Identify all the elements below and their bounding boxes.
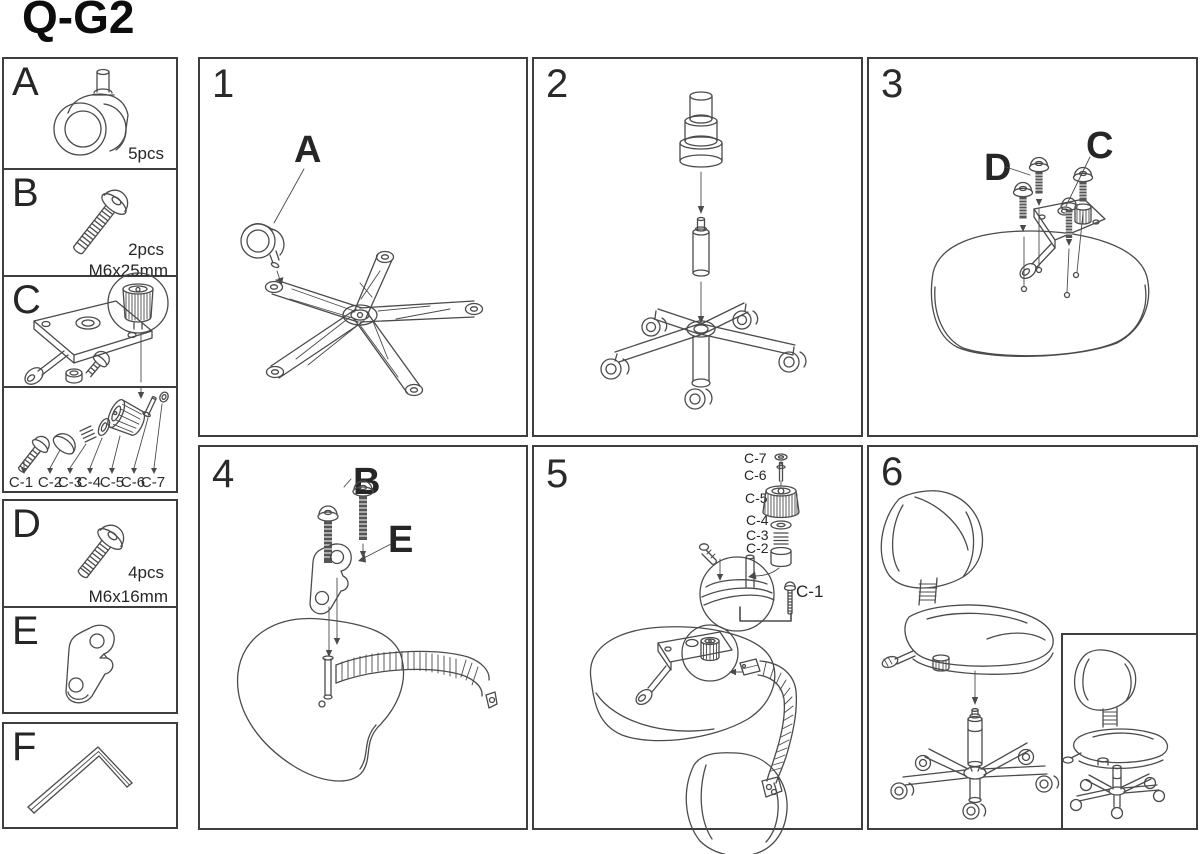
gooseneck-tube-icon (335, 650, 498, 709)
step-5-label-c7: C-7 (744, 450, 767, 466)
step-4-number: 4 (212, 452, 235, 496)
detail-circle (681, 624, 739, 682)
sub-label-c6: C-6 (121, 474, 145, 491)
part-a-quantity: 5pcs (128, 144, 164, 163)
part-d-quantity: 4pcs (128, 563, 164, 582)
tilt-mechanism-drawing (24, 272, 169, 385)
step-2-drawing (600, 91, 807, 410)
gas-lift-icon (967, 708, 983, 772)
sub-label-c2: C-2 (38, 474, 62, 491)
sub-label-c7: C-7 (141, 474, 165, 491)
seat-outline (589, 626, 776, 742)
step-5-drawing (589, 453, 800, 854)
step-4-drawing (236, 478, 498, 782)
step-5-label-c2: C-2 (746, 540, 769, 556)
caster-wheel-drawing (53, 68, 129, 156)
part-box-f: F (2, 722, 178, 829)
knob-exploded-drawing: C-1 C-2 C-3 C-4 C-5 C-6 C-7 (9, 387, 169, 491)
step-2-panel: 2 (532, 57, 863, 437)
step-5-label-c3: C-3 (746, 527, 769, 543)
part-letter-f: F (12, 725, 37, 769)
step-3-callout-d: D (984, 147, 1012, 189)
step-5-label-c1: C-1 (796, 582, 824, 601)
part-box-b: B 2pcs M6x25mm (2, 170, 178, 280)
sub-label-c1: C-1 (9, 474, 33, 491)
base-icon (890, 742, 1060, 820)
part-box-c: C (2, 272, 178, 388)
step-3-drawing (930, 156, 1150, 358)
step-2-number: 2 (546, 62, 569, 106)
part-box-d: D 4pcs M6x16mm (2, 499, 178, 608)
backrest-icon (880, 490, 984, 589)
step-5-label-c5: C-5 (745, 490, 768, 506)
part-letter-a: A (12, 60, 39, 104)
part-box-e: E (2, 608, 178, 714)
part-b-quantity: 2pcs (128, 240, 164, 259)
step-5-label-c6: C-6 (744, 467, 767, 483)
part-letter-c: C (12, 278, 41, 322)
step-6-drawing (880, 490, 1169, 820)
part-box-a: A 5pcs (2, 57, 178, 170)
step-6-panel: 6 (867, 445, 1198, 830)
seat-outline (236, 617, 405, 782)
step-1-callout-a: A (294, 129, 322, 171)
step-5-label-c4: C-4 (746, 512, 769, 528)
step-5-number: 5 (546, 452, 569, 496)
part-box-c-subparts: C-1 C-2 C-3 C-4 C-5 C-6 C-7 (2, 387, 178, 493)
part-letter-d: D (12, 502, 41, 546)
finished-chair-inset-box (1061, 633, 1198, 830)
screw-m6x16-drawing (77, 524, 125, 579)
knob-on-plate-icon (700, 636, 720, 662)
step-1-drawing (240, 168, 484, 397)
step-5-panel: 5 C-7 C-6 C-5 C-4 C-3 C-2 C-1 (532, 445, 863, 854)
seat-icon (904, 604, 1054, 675)
step-4-panel: 4 B E (198, 445, 528, 830)
step-3-number: 3 (881, 62, 904, 106)
gooseneck-backrest-icon (685, 658, 798, 854)
sub-label-c3: C-3 (58, 474, 82, 491)
bracket-e-icon (309, 543, 352, 615)
step-1-panel: 1 A (198, 57, 528, 437)
magnifier-circle (699, 556, 775, 632)
step-4-callout-e: E (388, 519, 414, 561)
product-title: Q-G2 (22, 0, 135, 43)
step-3-panel: 3 D C (867, 57, 1198, 437)
part-letter-e: E (12, 609, 39, 653)
sub-label-c5: C-5 (100, 474, 124, 491)
bolt-c1-icon (783, 581, 797, 615)
step-6-number: 6 (881, 450, 904, 494)
part-letter-b: B (12, 171, 39, 215)
sub-label-c4: C-4 (77, 474, 101, 491)
part-d-size: M6x16mm (88, 587, 168, 606)
screw-m6x25-drawing (73, 189, 129, 255)
backrest-bracket-drawing (65, 624, 115, 704)
finished-chair-icon (1062, 649, 1169, 820)
step-3-callout-c: C (1086, 125, 1114, 167)
caster-icons (600, 303, 807, 410)
caster-icon (240, 223, 285, 269)
allen-key-drawing (27, 746, 133, 814)
step-1-number: 1 (212, 62, 235, 106)
